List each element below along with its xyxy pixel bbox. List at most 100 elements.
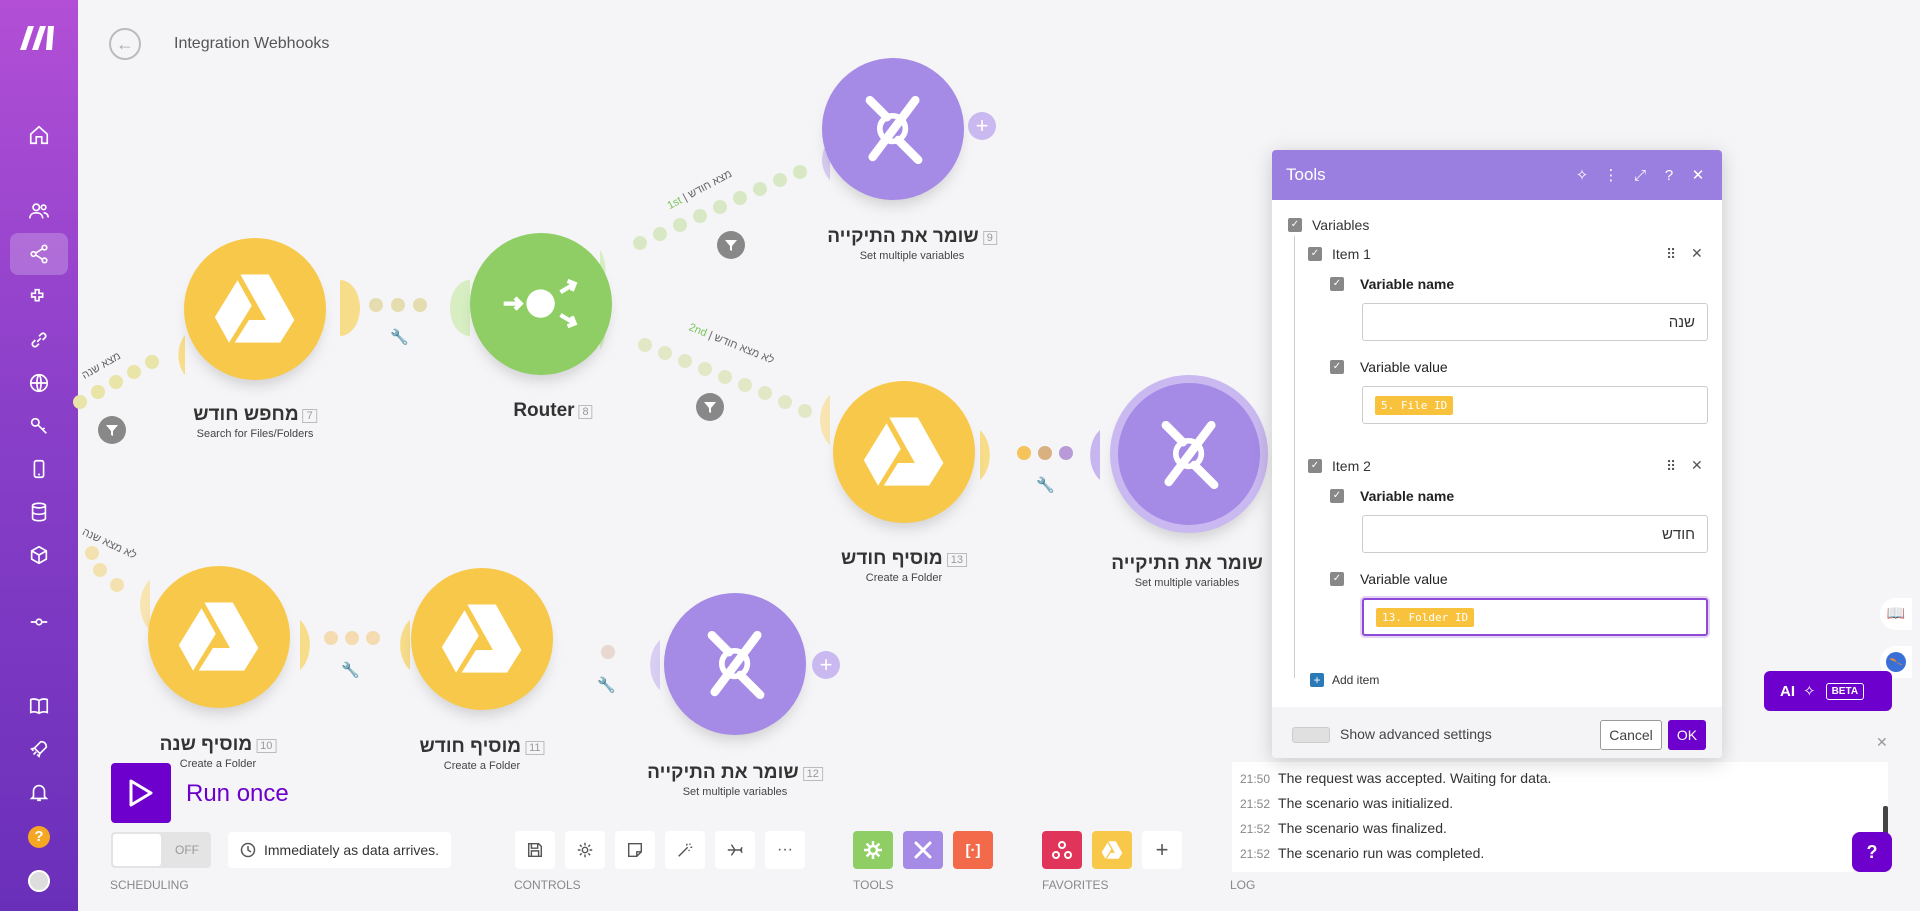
- log-scrollbar[interactable]: [1883, 806, 1888, 856]
- help-question-icon[interactable]: ?: [1664, 166, 1674, 184]
- add-item-link[interactable]: Add item: [1332, 673, 1380, 687]
- flow-control-icon[interactable]: [10, 601, 68, 643]
- ok-button[interactable]: OK: [1668, 720, 1706, 750]
- team-icon[interactable]: [10, 190, 68, 232]
- more-vertical-icon[interactable]: ⋮: [1603, 167, 1619, 184]
- variable-name-checkbox[interactable]: ✓: [1330, 277, 1344, 291]
- auto-align-button[interactable]: [665, 831, 705, 869]
- module-search-month[interactable]: [184, 238, 326, 380]
- tools-icon: [708, 631, 765, 700]
- settings-button[interactable]: [565, 831, 605, 869]
- variable-value-checkbox[interactable]: ✓: [1330, 360, 1344, 374]
- webhooks-globe-icon[interactable]: [10, 362, 68, 404]
- ai-assistant-button[interactable]: AI ✧ BETA: [1764, 671, 1892, 711]
- variable-value-input-1[interactable]: 5. File ID: [1362, 386, 1708, 424]
- variable-name-input-1[interactable]: שנה: [1362, 303, 1708, 341]
- filter-funnel-icon[interactable]: [717, 231, 745, 259]
- dialog-header: Tools ✧ ⋮ ⤢ ? ✕: [1272, 150, 1722, 200]
- module-save-folder-14[interactable]: [1110, 375, 1268, 533]
- tools-tool-button[interactable]: [903, 831, 943, 869]
- wrench-icon[interactable]: 🔧: [1036, 477, 1055, 494]
- module-add-year-10[interactable]: [148, 566, 290, 708]
- add-module-handle[interactable]: +: [968, 112, 996, 140]
- log-close-icon[interactable]: ✕: [1876, 734, 1888, 750]
- save-button[interactable]: [515, 831, 555, 869]
- help-chat-button[interactable]: ?: [1852, 832, 1892, 872]
- module-save-folder-12[interactable]: [664, 593, 806, 735]
- module-save-folder-9[interactable]: [822, 58, 964, 200]
- more-controls-button[interactable]: ···: [765, 831, 805, 869]
- run-once-button[interactable]: [111, 763, 171, 823]
- filter-funnel-icon[interactable]: [98, 416, 126, 444]
- item-1-label: Item 1: [1332, 246, 1371, 262]
- iterator-tool-button[interactable]: [·]: [953, 831, 993, 869]
- keys-icon[interactable]: [10, 405, 68, 447]
- advanced-settings-toggle[interactable]: [1292, 727, 1330, 743]
- notifications-bell-icon[interactable]: [10, 771, 68, 813]
- cancel-button[interactable]: Cancel: [1600, 720, 1662, 750]
- devices-icon[interactable]: [10, 448, 68, 490]
- mapped-value-pill[interactable]: 13. Folder ID: [1376, 607, 1475, 627]
- mapped-value-pill[interactable]: 5. File ID: [1375, 395, 1454, 415]
- add-module-handle[interactable]: +: [812, 651, 840, 679]
- notes-button[interactable]: [615, 831, 655, 869]
- module-add-month-11[interactable]: [411, 568, 553, 710]
- schedule-mode-button[interactable]: Immediately as data arrives.: [228, 832, 452, 868]
- add-favorite-button[interactable]: +: [1142, 831, 1182, 869]
- variable-name-input-2[interactable]: חודש: [1362, 515, 1708, 553]
- docs-book-icon[interactable]: [10, 685, 68, 727]
- wrench-icon[interactable]: 🔧: [597, 677, 616, 694]
- item-1-checkbox[interactable]: ✓: [1308, 247, 1322, 261]
- remove-item-icon[interactable]: ✕: [1691, 457, 1703, 473]
- remove-item-icon[interactable]: ✕: [1691, 245, 1703, 261]
- scenarios-icon[interactable]: [10, 233, 68, 275]
- google-drive-icon: [864, 417, 944, 487]
- module-add-month-13[interactable]: [833, 381, 975, 523]
- home-icon[interactable]: [10, 114, 68, 156]
- variable-value-input-2[interactable]: 13. Folder ID: [1362, 598, 1708, 636]
- add-item-plus-icon[interactable]: +: [1310, 673, 1324, 687]
- scenario-title[interactable]: Integration Webhooks: [174, 35, 330, 52]
- google-drive-icon: [1101, 841, 1123, 859]
- flow-control-tool-button[interactable]: [853, 831, 893, 869]
- drag-handle-icon[interactable]: ⠿: [1666, 458, 1677, 474]
- route-label-left-bottom: לא מצא שנה: [80, 526, 139, 562]
- make-logo[interactable]: [18, 22, 60, 56]
- ai-sparkle-icon[interactable]: ✧: [1575, 167, 1589, 184]
- wrench-icon[interactable]: 🔧: [341, 662, 360, 679]
- variables-checkbox[interactable]: ✓: [1288, 218, 1302, 232]
- data-stores-icon[interactable]: [10, 491, 68, 533]
- item-2-label: Item 2: [1332, 458, 1371, 474]
- scheduling-toggle[interactable]: OFF: [111, 832, 211, 868]
- help-icon[interactable]: ?: [28, 826, 50, 848]
- sparkle-icon: ✧: [1803, 683, 1816, 700]
- explain-flow-button[interactable]: [715, 831, 755, 869]
- tree-line: [1294, 236, 1295, 678]
- google-drive-favorite-button[interactable]: [1092, 831, 1132, 869]
- expand-icon[interactable]: ⤢: [1633, 166, 1646, 184]
- avatar[interactable]: [28, 870, 50, 892]
- variable-name-checkbox[interactable]: ✓: [1330, 489, 1344, 503]
- templates-icon[interactable]: [10, 276, 68, 318]
- wrench-icon[interactable]: 🔧: [390, 329, 409, 346]
- favorites-section-label: FAVORITES: [1042, 878, 1109, 892]
- close-icon[interactable]: ✕: [1691, 167, 1705, 184]
- rocket-icon[interactable]: [10, 728, 68, 770]
- run-once-label[interactable]: Run once: [186, 780, 289, 807]
- data-structures-icon[interactable]: [10, 534, 68, 576]
- route-label-1: 1st | מצא חודש: [665, 167, 735, 213]
- advanced-settings-label[interactable]: Show advanced settings: [1340, 726, 1492, 742]
- google-drive-icon: [215, 274, 295, 344]
- filter-funnel-icon[interactable]: [696, 393, 724, 421]
- back-arrow-button[interactable]: ←: [109, 28, 141, 60]
- connections-icon[interactable]: [10, 319, 68, 361]
- drag-handle-icon[interactable]: ⠿: [1666, 246, 1677, 262]
- webhooks-favorite-button[interactable]: [1042, 831, 1082, 869]
- module-router[interactable]: [470, 233, 612, 375]
- variable-value-checkbox[interactable]: ✓: [1330, 572, 1344, 586]
- docs-book-button[interactable]: 📖: [1880, 598, 1912, 630]
- item-2-checkbox[interactable]: ✓: [1308, 459, 1322, 473]
